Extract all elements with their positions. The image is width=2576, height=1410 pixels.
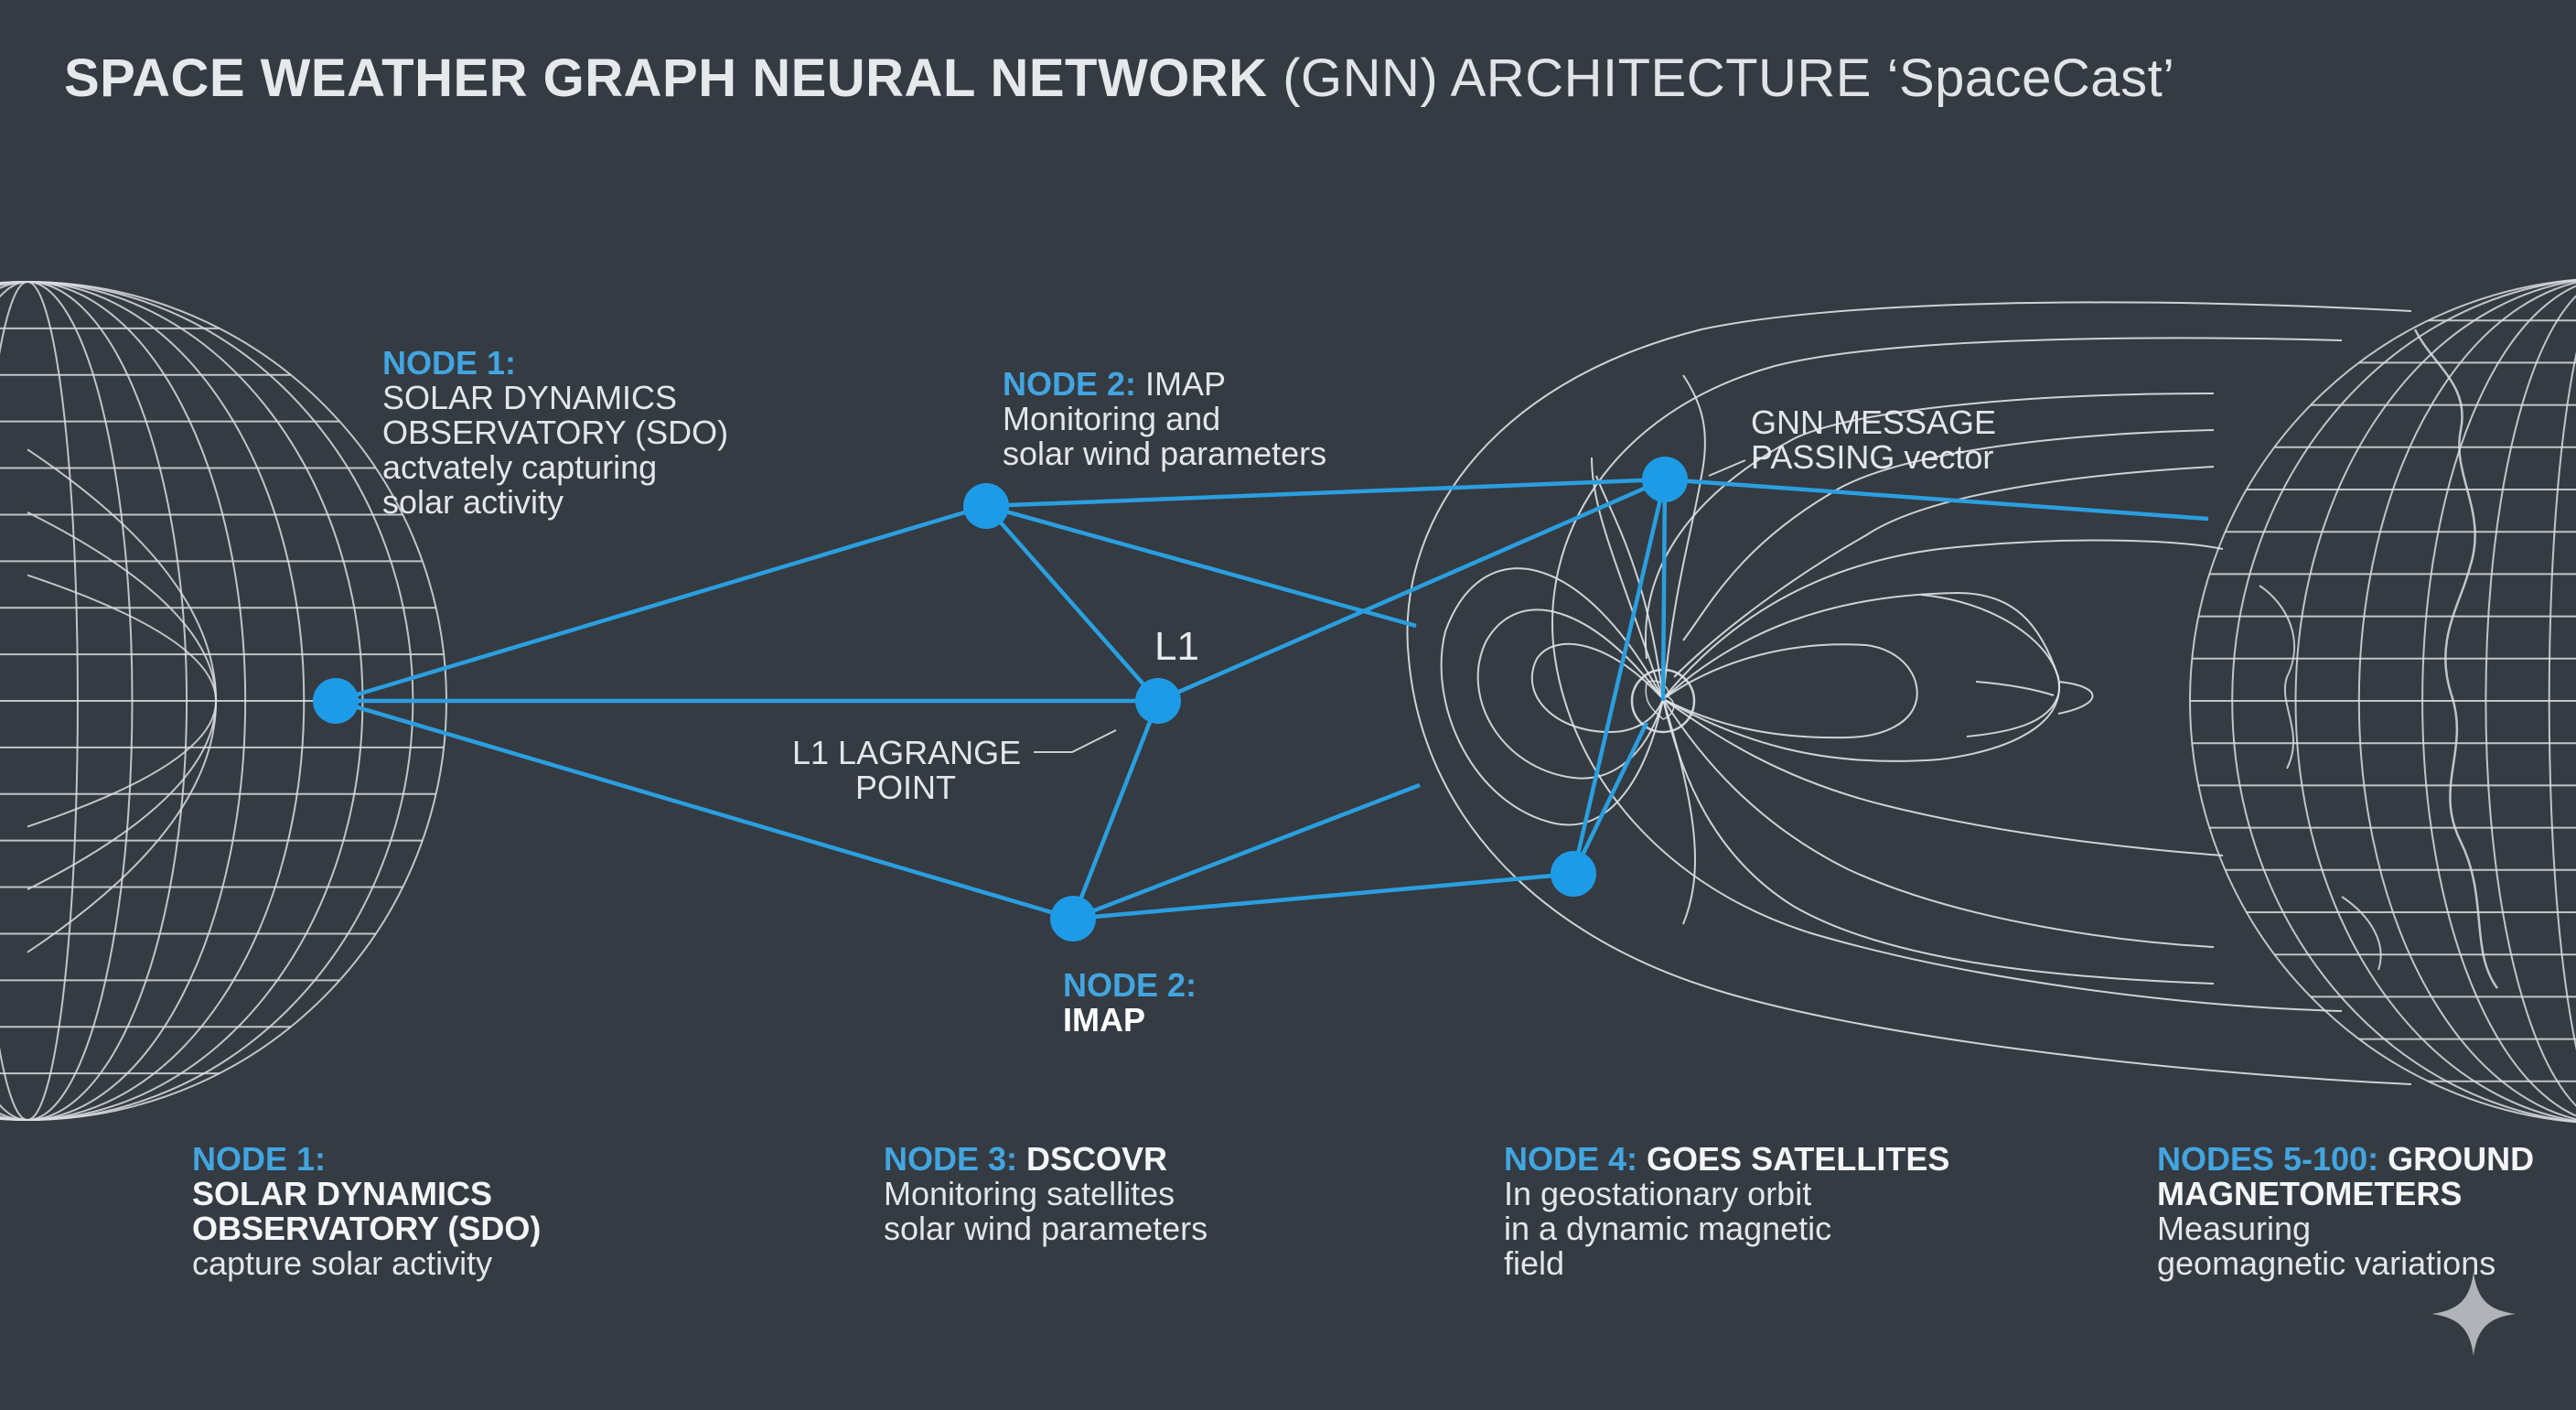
legend-node4-head: NODE 4: xyxy=(1504,1140,1637,1178)
gnn-message-label: GNN MESSAGE PASSING vector xyxy=(1751,405,1996,475)
title-bold: SPACE WEATHER GRAPH NEURAL NETWORK xyxy=(64,48,1268,108)
field-line xyxy=(1663,541,2223,699)
gnn-edge xyxy=(1665,479,2208,519)
node-imap-bottom xyxy=(1050,896,1096,942)
gnn-edge xyxy=(986,506,1158,701)
earth-globe-icon xyxy=(2190,278,2576,1124)
node-gnn-message xyxy=(1642,457,1688,502)
field-line xyxy=(1478,609,1663,778)
field-line xyxy=(1663,699,1695,924)
gnn-edge xyxy=(1073,701,1158,919)
node2-top-head-rest: IMAP xyxy=(1136,365,1226,403)
legend-node4-head-rest: GOES SATELLITES xyxy=(1637,1140,1949,1178)
legend-node4: NODE 4: GOES SATELLITES In geostationary… xyxy=(1504,1142,1949,1281)
title-light: (GNN) ARCHITECTURE ‘SpaceCast’ xyxy=(1268,48,2175,108)
node-goes xyxy=(1551,851,1596,897)
node1-label: NODE 1: SOLAR DYNAMICS OBSERVATORY (SDO)… xyxy=(382,346,728,520)
legend-nodes5-100-bold: MAGNETOMETERS xyxy=(2157,1177,2534,1211)
node1-head: NODE 1: xyxy=(382,346,728,381)
gnn-edge xyxy=(1073,785,1420,919)
gnn-edge xyxy=(1158,479,1665,701)
l1-lagrange-line: L1 LAGRANGE xyxy=(792,736,1019,770)
field-line xyxy=(1663,699,2223,856)
legend-nodes5-100-head-rest: GROUND xyxy=(2378,1140,2534,1178)
node1-line: actvately capturing xyxy=(382,450,728,485)
gnn-edge xyxy=(986,506,1416,626)
legend-node1-bold: OBSERVATORY (SDO) xyxy=(192,1211,541,1246)
legend-node3-line: solar wind parameters xyxy=(884,1211,1208,1246)
legend-node1-head: NODE 1: xyxy=(192,1142,541,1177)
node2-top-line: Monitoring and xyxy=(1003,402,1326,436)
legend-nodes5-100: NODES 5-100: GROUND MAGNETOMETERS Measur… xyxy=(2157,1142,2534,1281)
legend-node3: NODE 3: DSCOVR Monitoring satellites sol… xyxy=(884,1142,1208,1246)
l1-label: L1 xyxy=(1154,624,1199,670)
field-line xyxy=(1663,699,2214,984)
legend-node3-line: Monitoring satellites xyxy=(884,1177,1208,1211)
legend-node1: NODE 1: SOLAR DYNAMICS OBSERVATORY (SDO)… xyxy=(192,1142,541,1281)
gnn-message-line: GNN MESSAGE xyxy=(1751,405,1996,440)
l1-leader-line xyxy=(1034,730,1116,752)
gnn-edge xyxy=(1073,874,1573,919)
gnn-edge xyxy=(1663,479,1665,701)
node-l1 xyxy=(1135,678,1181,724)
continent-outline xyxy=(2259,586,2294,769)
legend-node1-line: capture solar activity xyxy=(192,1246,541,1281)
gnn-message-line: PASSING vector xyxy=(1751,440,1996,475)
legend-node3-head-rest: DSCOVR xyxy=(1017,1140,1167,1178)
legend-node1-bold: SOLAR DYNAMICS xyxy=(192,1177,541,1211)
legend-node4-line: In geostationary orbit xyxy=(1504,1177,1949,1211)
field-line xyxy=(1663,375,1705,699)
node2-top-label: NODE 2: IMAP Monitoring and solar wind p… xyxy=(1003,367,1326,471)
node1-line: OBSERVATORY (SDO) xyxy=(382,415,728,450)
node1-line: SOLAR DYNAMICS xyxy=(382,381,728,415)
legend-node4-line: field xyxy=(1504,1246,1949,1281)
node2-bottom-line: IMAP xyxy=(1063,1003,1197,1038)
magnetotail xyxy=(1921,595,2093,737)
node2-bottom-label: NODE 2: IMAP xyxy=(1063,968,1197,1038)
tail-line xyxy=(1976,682,2054,695)
legend-node3-head: NODE 3: xyxy=(884,1140,1017,1178)
gnn-edge xyxy=(1573,723,1647,874)
l1-lagrange-label: L1 LAGRANGE POINT xyxy=(792,736,1019,805)
l1-lagrange-line: POINT xyxy=(792,770,1019,805)
node2-top-line: solar wind parameters xyxy=(1003,436,1326,471)
legend-node4-line: in a dynamic magnetic xyxy=(1504,1211,1949,1246)
node2-bottom-head: NODE 2: xyxy=(1063,968,1197,1003)
node-imap-top xyxy=(963,483,1009,529)
gnn-edge xyxy=(986,479,1665,506)
node1-line: solar activity xyxy=(382,485,728,520)
gnn-edge xyxy=(336,506,986,701)
field-line xyxy=(1532,644,1663,732)
gnn-edges xyxy=(336,479,2208,919)
legend-nodes5-100-head: NODES 5-100: xyxy=(2157,1140,2378,1178)
node-sdo xyxy=(313,678,359,724)
sparkle-icon xyxy=(2428,1268,2519,1360)
legend-nodes5-100-line: Measuring xyxy=(2157,1211,2534,1246)
node2-top-head: NODE 2: xyxy=(1003,365,1136,403)
page-title: SPACE WEATHER GRAPH NEURAL NETWORK (GNN)… xyxy=(64,48,2175,109)
